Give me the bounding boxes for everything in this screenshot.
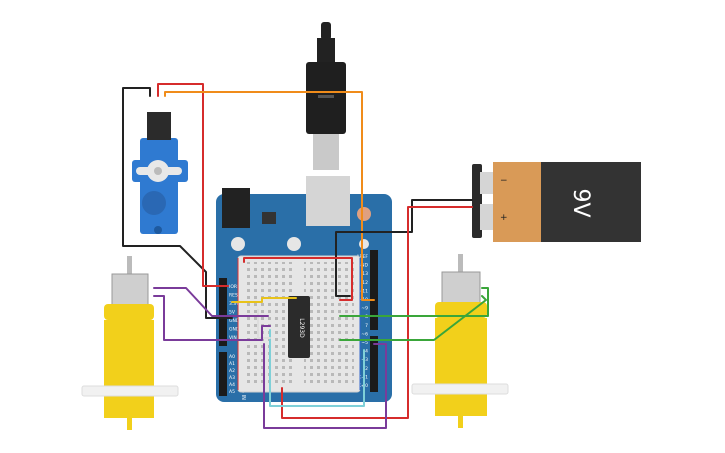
digital-header-low	[370, 336, 378, 392]
usb-cable	[306, 22, 346, 170]
right-pin-label-9: ~6	[361, 331, 368, 337]
motor-left	[81, 256, 179, 430]
left-pin-label-0: IOREF	[229, 284, 243, 290]
wire-enable	[231, 297, 297, 303]
battery-9v: − + 9V	[472, 162, 641, 242]
motor-right-shaft	[411, 383, 509, 395]
battery-minus-label: −	[500, 176, 508, 186]
left-pin-label-3: 5V	[229, 310, 236, 316]
analog-header	[219, 352, 227, 396]
left-pin-label-1: RESET	[229, 293, 244, 299]
dc-jack	[222, 188, 250, 228]
right-pin-label-15: RX←0	[355, 383, 368, 389]
analog-pin-label-3: A3	[229, 375, 235, 381]
analog-pin-label-1: A1	[229, 361, 235, 367]
analog-pin-label-5: A5	[229, 389, 235, 395]
wire-left-motor-b	[153, 295, 271, 341]
servo-connector	[147, 112, 171, 140]
analog-pin-label-0: A0	[229, 354, 235, 360]
right-pin-label-7: 8	[365, 314, 368, 320]
analog-pin-label-4: A4	[229, 382, 235, 388]
right-pin-label-13: 2	[365, 366, 368, 372]
right-pin-label-3: 12	[362, 280, 368, 286]
left-pin-label-2: 3.3V	[229, 301, 240, 307]
right-pin-label-11: 4	[365, 349, 368, 355]
wire-servo-power	[157, 83, 229, 287]
wire-left-motor-a	[153, 287, 269, 317]
motor-right	[411, 254, 509, 428]
chip-label: L293D	[298, 318, 305, 338]
right-pin-label-2: 13	[362, 271, 368, 277]
battery-clip	[472, 164, 482, 238]
battery-plus-label: +	[500, 213, 508, 223]
left-pin-label-6: VIN	[229, 335, 237, 341]
wires	[122, 83, 489, 429]
left-pin-label-5: GND	[229, 327, 240, 333]
right-pin-label-4: ~11	[359, 288, 369, 294]
analog-pin-label-2: A2	[229, 368, 235, 374]
battery-voltage-label: 9V	[568, 188, 593, 217]
right-pin-label-6: ~9	[361, 306, 368, 312]
servo-motor	[132, 112, 188, 234]
usb-port	[306, 176, 350, 226]
right-pin-label-10: ~5	[361, 340, 368, 346]
wire-battery-negative	[335, 199, 473, 297]
wire-purple-loop	[263, 343, 387, 429]
wire-5v-rail	[243, 257, 353, 301]
wire-battery-positive	[281, 206, 473, 419]
power-header	[219, 278, 227, 346]
left-pin-label-4: GND	[229, 318, 240, 324]
right-pin-label-8: 7	[365, 323, 368, 329]
wire-right-motor-a	[339, 287, 489, 317]
reset-button[interactable]	[357, 207, 371, 221]
right-pin-label-1: GND	[358, 263, 369, 269]
motor-left-shaft	[81, 385, 179, 397]
right-pin-label-14: TX→1	[355, 374, 369, 380]
digital-header-high	[370, 250, 378, 330]
wire-input-a	[269, 329, 365, 407]
wire-right-motor-b	[339, 295, 487, 341]
wire-input-b	[257, 309, 271, 339]
wire-servo-signal	[164, 91, 375, 301]
l293d-chip: L293D	[288, 296, 310, 358]
